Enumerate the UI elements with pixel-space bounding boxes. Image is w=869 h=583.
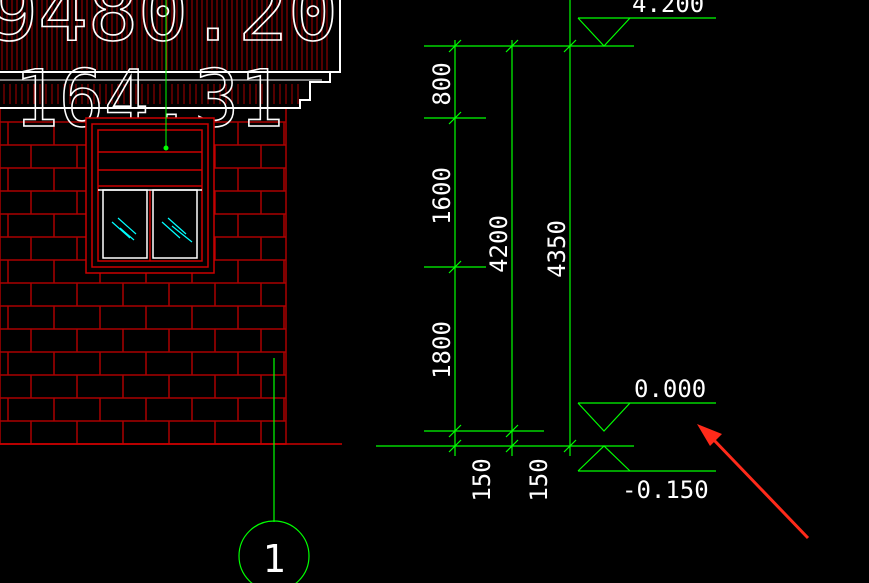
elevation-top: 4.200 [632, 0, 704, 18]
window [85, 117, 215, 274]
dim-1600: 1600 [428, 167, 456, 225]
cornice-outline [0, 0, 341, 109]
triangle-marker-icon [577, 17, 716, 472]
dim-150-left: 150 [468, 458, 496, 501]
axis-marker [238, 358, 310, 583]
arrow-icon [697, 424, 810, 540]
window-centerline [163, 0, 169, 151]
window-glass-hatch [111, 217, 193, 243]
dim-4200: 4200 [485, 215, 513, 273]
dim-4350: 4350 [543, 220, 571, 278]
dim-800: 800 [428, 62, 456, 105]
dim-1800: 1800 [428, 321, 456, 379]
dimension-lines [376, 0, 634, 456]
elevation-ground: 0.000 [634, 375, 706, 403]
dim-150-right: 150 [525, 458, 553, 501]
cornice-hatch [1, 0, 328, 104]
large-number-top: 9480.20 [0, 0, 338, 59]
axis-label: 1 [263, 537, 286, 581]
elevation-below: -0.150 [622, 476, 709, 504]
